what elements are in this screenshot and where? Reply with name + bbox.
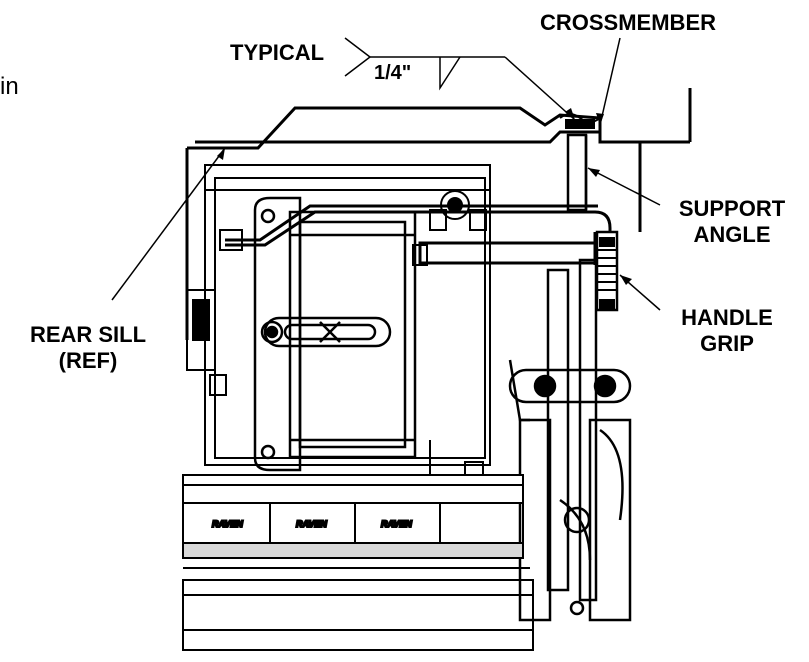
weld-size-label: 1/4" bbox=[374, 62, 412, 84]
slot-clamp bbox=[260, 316, 392, 348]
leader-arrowheads bbox=[217, 108, 632, 285]
panel-brand-marks: RAVEN RAVEN RAVEN bbox=[211, 518, 413, 530]
brand-mark-3: RAVEN bbox=[381, 519, 412, 529]
rear-sill-label: REAR SILL (REF) bbox=[18, 322, 158, 374]
handle-grip-label: HANDLE GRIP bbox=[662, 305, 792, 357]
support-angle-line-2: ANGLE bbox=[693, 222, 771, 247]
left-hardware bbox=[186, 229, 428, 396]
motor-housing bbox=[253, 196, 417, 472]
handle-grip-line-2: GRIP bbox=[700, 331, 754, 356]
rear-sill-line-1: REAR SILL bbox=[29, 322, 147, 347]
support-angle-line-1: SUPPORT bbox=[678, 196, 786, 221]
support-angle bbox=[566, 133, 588, 212]
crossmember-section bbox=[559, 113, 601, 129]
linkage bbox=[508, 258, 632, 622]
brand-mark-2: RAVEN bbox=[296, 519, 327, 529]
handle-grip-line-1: HANDLE bbox=[681, 305, 773, 330]
crossmember-label: CROSSMEMBER bbox=[540, 10, 717, 35]
typical-label: TYPICAL bbox=[230, 40, 325, 65]
brand-mark-1: RAVEN bbox=[212, 519, 243, 529]
support-angle-label: SUPPORT ANGLE bbox=[662, 196, 802, 248]
fragment-text: in bbox=[0, 73, 19, 100]
rear-sill-line-2: (REF) bbox=[58, 348, 118, 373]
handle-grip bbox=[595, 230, 619, 312]
bottom-rails bbox=[182, 440, 534, 651]
handle-bar bbox=[225, 204, 612, 265]
back-frame bbox=[204, 164, 491, 466]
